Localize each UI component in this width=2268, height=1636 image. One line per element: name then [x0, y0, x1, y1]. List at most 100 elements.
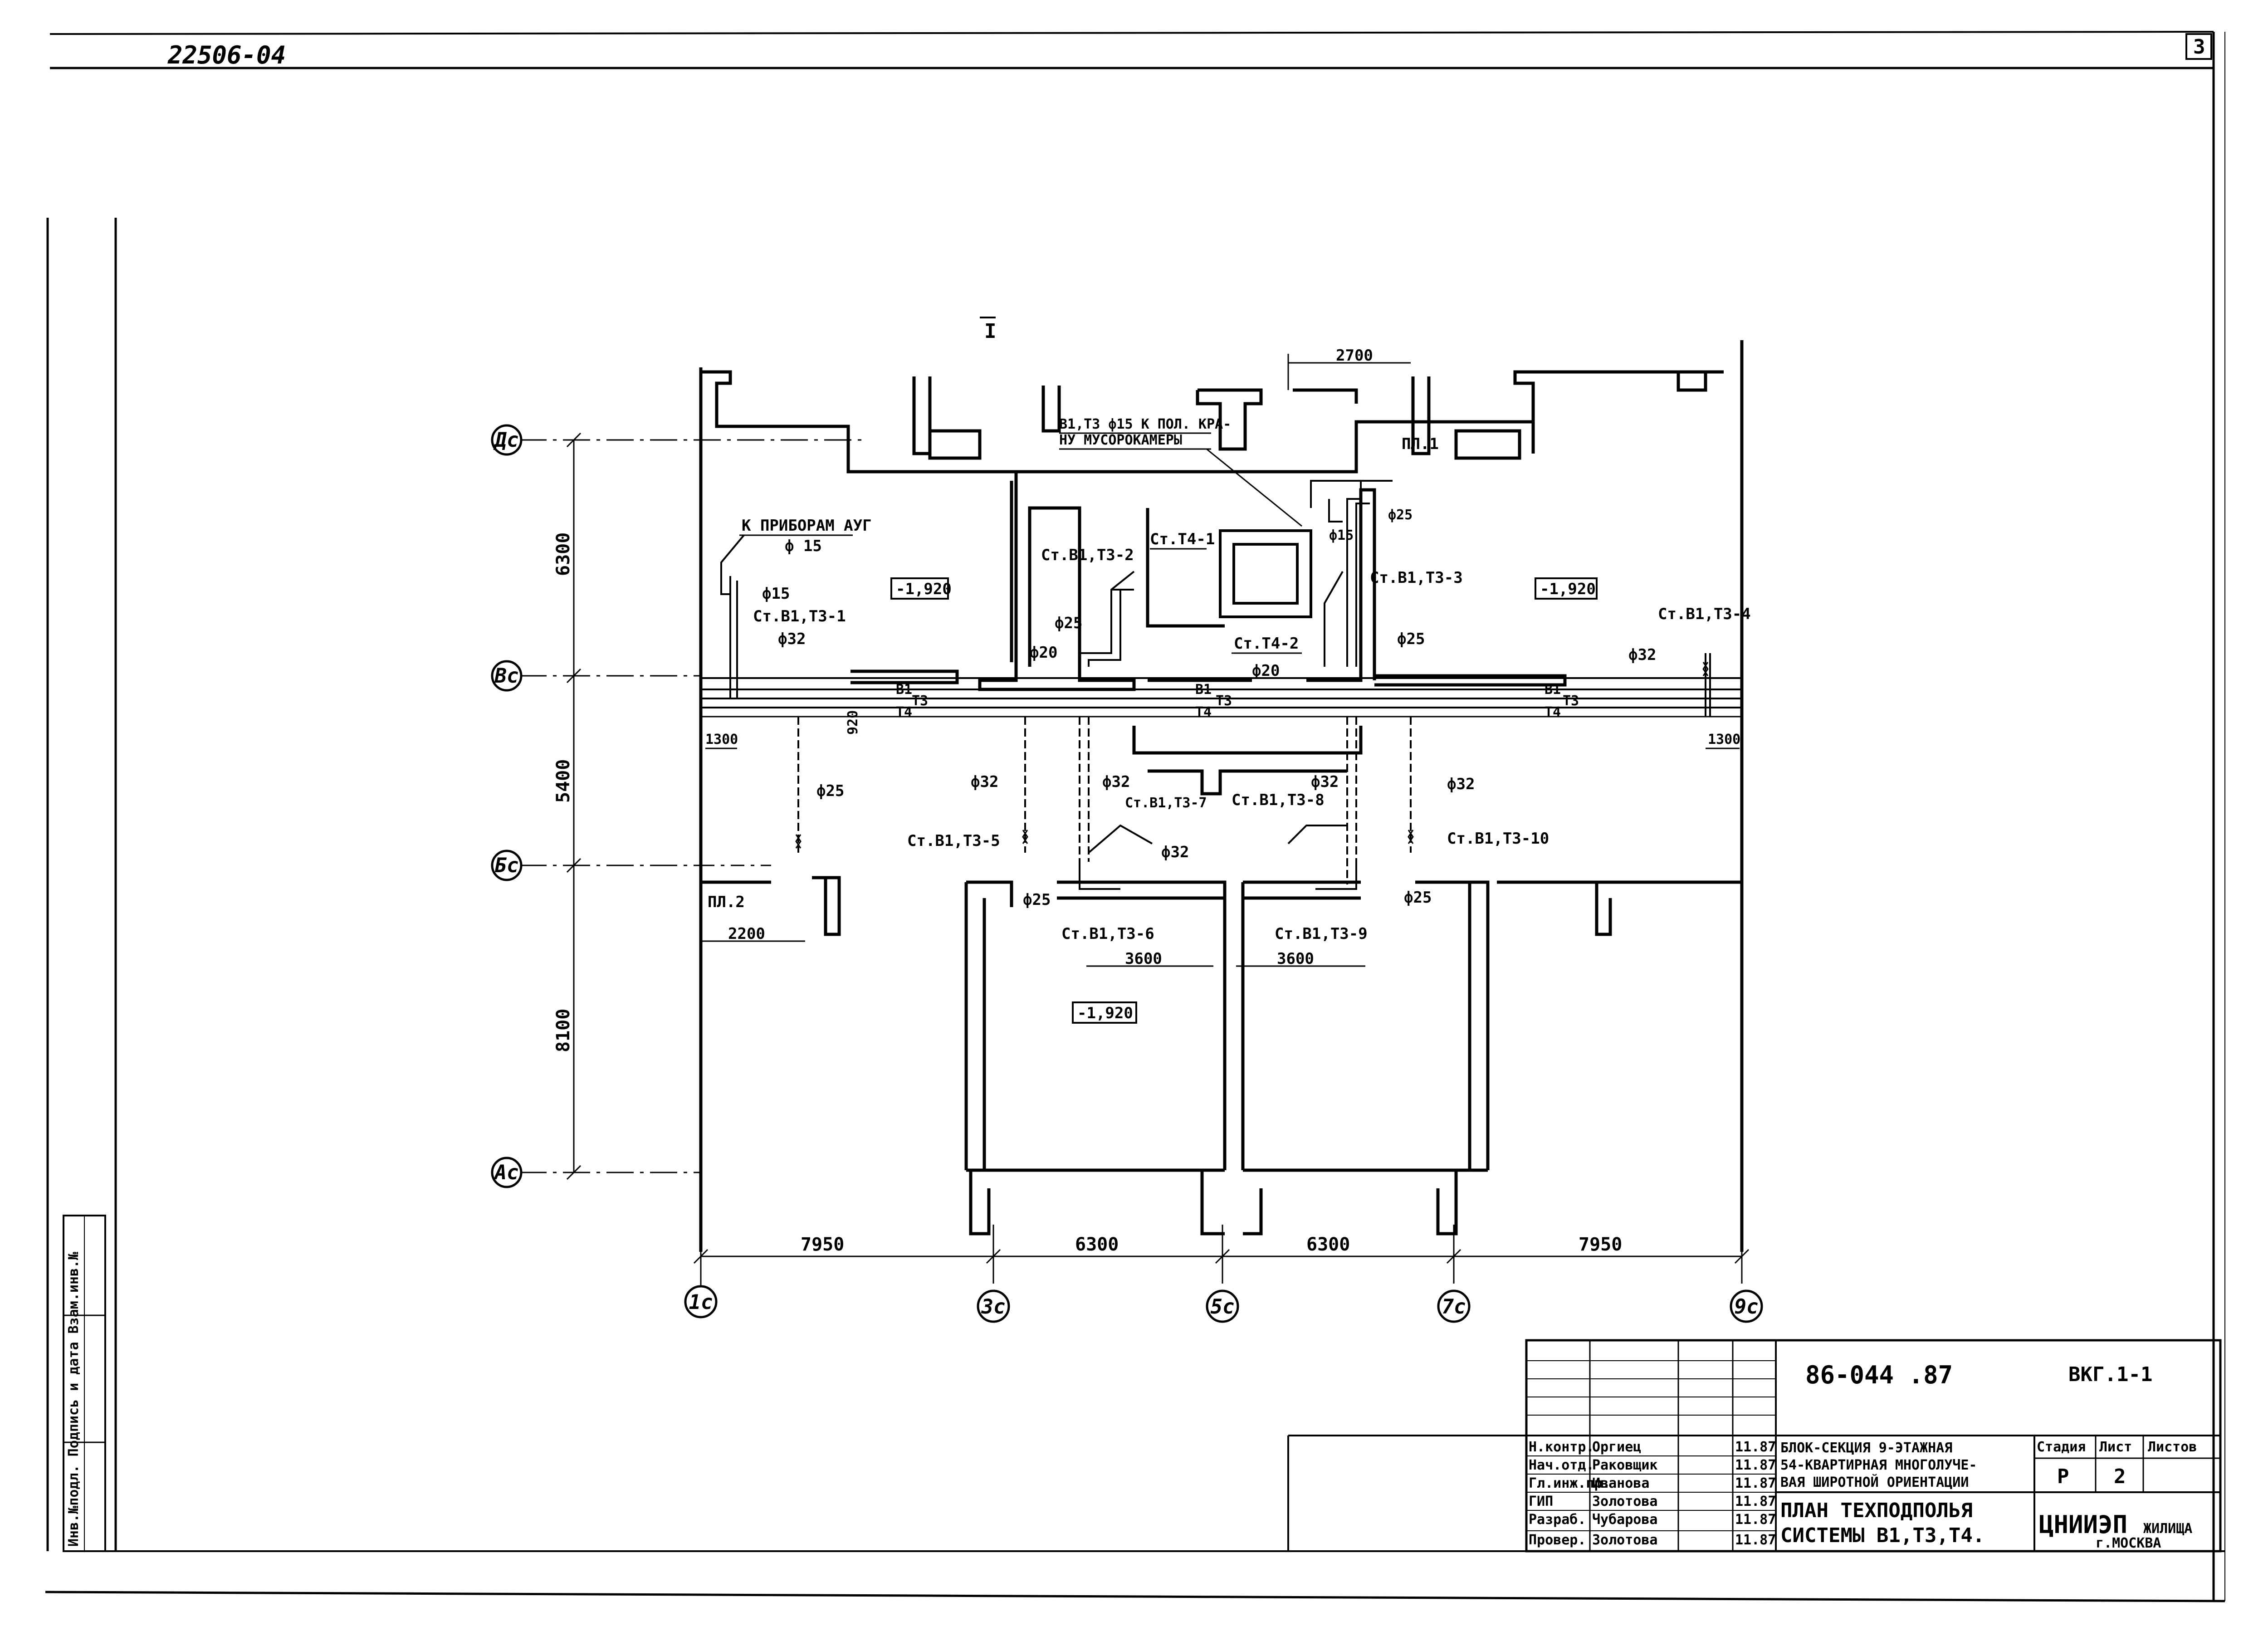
note-garbage: В1,Т3 ф15 К ПОЛ. КРА-: [1059, 416, 1231, 432]
dia-25-mid-left: ф25: [816, 782, 844, 800]
riser-9: Ст.В1,Т3-9: [1275, 925, 1368, 943]
pipe-labels: В1 Т3 Т4 В1 Т3 Т4 В1 Т3 Т4: [896, 682, 1579, 720]
axis-bubble-col-3: 5с: [1206, 1289, 1239, 1323]
axis-label: Вс: [494, 664, 519, 688]
riser-2: Ст.В1,Т3-2: [1041, 546, 1134, 564]
sheet-corner-number: 3: [2193, 35, 2205, 59]
dim-3600-right: 3600: [1277, 950, 1314, 968]
riser-t4-1: Ст.Т4-1: [1150, 530, 1215, 548]
axis-label: 3с: [981, 1295, 1006, 1319]
role-2: Гл.инж.пр.: [1529, 1475, 1611, 1491]
dim-920: 920: [845, 710, 861, 735]
org-name: ЦНИИЭП: [2039, 1510, 2127, 1539]
sheet-label: Лист: [2099, 1439, 2132, 1455]
dim-2200: 2200: [728, 925, 765, 943]
note-devices: К ПРИБОРАМ АУГ: [742, 517, 872, 535]
diameter-labels: ф15 ф32 ф25 ф20 ф25 ф15 ф25 ф20 ф32 ф25 …: [762, 507, 1656, 909]
axis-bubble-col-5: 9с: [1730, 1289, 1763, 1323]
sheet-value: 2: [2114, 1465, 2126, 1488]
walls: [699, 340, 1744, 1252]
axis-label: Дс: [494, 429, 519, 452]
name-4: Чубарова: [1592, 1512, 1658, 1528]
col-dim-4: 7950: [1579, 1234, 1622, 1255]
riser-t4-2: Ст.Т4-2: [1234, 635, 1299, 653]
axis-bubble-row-2: Вс: [491, 660, 523, 692]
dimension-labels: 6300 5400 8100 7950 6300 6300 7950 2700 …: [553, 347, 1740, 1255]
axis-bubble-col-1: 1с: [684, 1285, 718, 1319]
role-1: Нач.отд.: [1529, 1457, 1594, 1473]
elev-bottom: -1,920: [1077, 1004, 1133, 1022]
axis-label: 5с: [1211, 1295, 1235, 1319]
project-line-1: БЛОК-СЕКЦИЯ 9-ЭТАЖНАЯ: [1780, 1440, 1952, 1456]
b1-mid: В1: [1195, 682, 1212, 698]
dim-3600-left: 3600: [1125, 950, 1162, 968]
sheets-label: Листов: [2148, 1439, 2197, 1455]
date-5: 11.87: [1735, 1532, 1776, 1548]
sheet-code: ВКГ.1-1: [2068, 1363, 2152, 1386]
t4-left: Т4: [896, 704, 912, 720]
axis-bubble-row-3: Бс: [491, 850, 523, 881]
row-dim-2: 5400: [553, 759, 574, 803]
riser-5: Ст.В1,Т3-5: [907, 832, 1000, 850]
row-dim-3: 8100: [553, 1009, 574, 1052]
riser-4: Ст.В1,Т3-4: [1658, 605, 1751, 623]
axis-label: 1с: [689, 1291, 713, 1314]
axis-bubble-col-4: 7с: [1437, 1289, 1471, 1323]
elev-top-right: -1,920: [1540, 580, 1596, 598]
name-5: Золотова: [1592, 1532, 1658, 1548]
doc-code: 86-044 .87: [1805, 1361, 1953, 1389]
project-line-3: ВАЯ ШИРОТНОЙ ОРИЕНТАЦИИ: [1780, 1474, 1969, 1490]
stage-value: Р: [2057, 1465, 2069, 1488]
dia-25-top: ф25: [1388, 507, 1413, 523]
dia-15-top: ф15: [1329, 527, 1354, 543]
stage-label: Стадия: [2037, 1439, 2086, 1455]
t3-mid: Т3: [1216, 693, 1232, 709]
role-3: ГИП: [1529, 1494, 1553, 1509]
pipelines: [701, 448, 1742, 890]
axis-label: Ас: [494, 1161, 519, 1184]
dia-20-riser2: ф20: [1030, 644, 1057, 662]
project-line-2: 54-КВАРТИРНАЯ МНОГОЛУЧЕ-: [1780, 1457, 1977, 1473]
date-1: 11.87: [1735, 1457, 1776, 1473]
name-2: Иванова: [1592, 1475, 1649, 1491]
dia-32-mid-3: ф32: [1311, 773, 1339, 791]
stamp-number: 22506-04: [167, 41, 286, 69]
axis-bubble-row-1: Дс: [491, 424, 523, 456]
role-4: Разраб.: [1529, 1512, 1586, 1528]
axis-bubble-col-2: 3с: [977, 1289, 1010, 1323]
riser-labels: Ст.В1,Т3-1 Ст.В1,Т3-2 Ст.В1,Т3-3 Ст.В1,Т…: [753, 530, 1751, 943]
notes: В1,Т3 ф15 К ПОЛ. КРА- НУ МУСОРОКАМЕРЫ К …: [739, 416, 1231, 555]
axis-label: 7с: [1442, 1295, 1466, 1319]
side-stamp-text: Инв.№подл. Подпись и дата Взам.инв.№: [66, 1251, 82, 1547]
dia-15-left: ф15: [762, 585, 790, 603]
dim-1300-left: 1300: [705, 732, 738, 747]
view-marker: I: [984, 320, 997, 343]
t3-left: Т3: [912, 693, 928, 709]
dia-32-mid-left: ф32: [971, 773, 998, 791]
riser-7: Ст.В1,Т3-7: [1125, 795, 1207, 811]
dim-2700: 2700: [1336, 347, 1373, 365]
elev-top-left: -1,920: [896, 580, 952, 598]
dim-1300-right: 1300: [1708, 732, 1740, 747]
title-block: [1287, 1339, 2222, 1553]
name-0: Оргиец: [1592, 1439, 1641, 1455]
side-stamp: Инв.№подл. Подпись и дата Взам.инв.№: [63, 1215, 106, 1552]
col-dim-1: 7950: [801, 1234, 844, 1255]
org-name-2: ЖИЛИЩА: [2143, 1521, 2192, 1537]
dia-32-left: ф32: [778, 630, 806, 648]
name-3: Золотова: [1592, 1494, 1658, 1509]
dia-25-low-left: ф25: [1023, 891, 1051, 909]
dia-32-mid-2: ф32: [1102, 773, 1130, 791]
dia-25-low-right: ф25: [1404, 889, 1432, 907]
dia-20-riser3: ф20: [1252, 662, 1280, 680]
axis-label: 9с: [1735, 1295, 1759, 1319]
date-4: 11.87: [1735, 1512, 1776, 1528]
col-dim-2: 6300: [1075, 1234, 1119, 1255]
sheet-title-2: СИСТЕМЫ В1,Т3,Т4.: [1780, 1524, 1984, 1547]
t4-right: Т4: [1545, 704, 1561, 720]
t4-mid: Т4: [1195, 704, 1212, 720]
room-pl2: ПЛ.2: [708, 893, 745, 911]
axis-label: Бс: [495, 854, 519, 877]
